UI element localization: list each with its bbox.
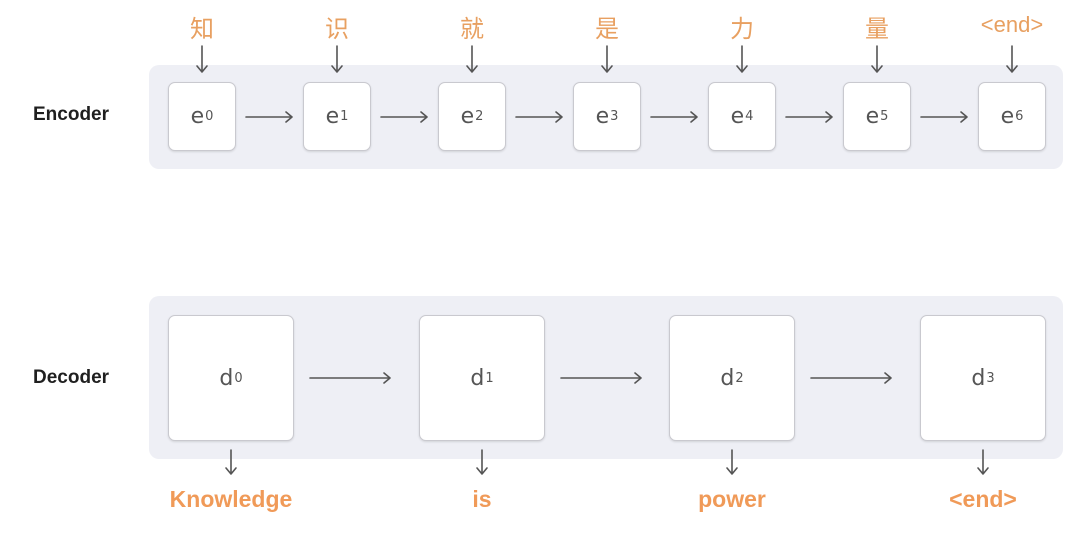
encoder-input-token: 知 xyxy=(190,15,214,43)
encoder-input-token: 力 xyxy=(730,15,754,43)
down-arrow-icon xyxy=(871,45,883,73)
decoder-label: Decoder xyxy=(33,367,110,388)
down-arrow-icon xyxy=(196,45,208,73)
node-base: e xyxy=(1000,104,1015,129)
decoder-output-token: Knowledge xyxy=(169,486,293,512)
node-base: e xyxy=(865,104,880,129)
node-base: e xyxy=(190,104,205,129)
node-base: e xyxy=(730,104,745,129)
right-arrow-icon xyxy=(650,111,698,123)
node-base: d xyxy=(971,365,986,391)
node-subscript: 2 xyxy=(475,109,484,124)
down-arrow-icon xyxy=(225,449,237,475)
right-arrow-icon xyxy=(920,111,968,123)
encoder-input-token: 就 xyxy=(460,15,484,43)
node-subscript: 2 xyxy=(735,370,744,386)
right-arrow-icon xyxy=(560,372,642,384)
encoder-label: Encoder xyxy=(33,104,110,125)
right-arrow-icon xyxy=(245,111,293,123)
decoder-output-token: is xyxy=(472,486,492,512)
node-base: d xyxy=(470,365,485,391)
node-base: d xyxy=(720,365,735,391)
node-subscript: 0 xyxy=(234,370,243,386)
node-base: e xyxy=(460,104,475,129)
node-subscript: 5 xyxy=(880,109,889,124)
node-subscript: 1 xyxy=(485,370,494,386)
encoder-input-token: 是 xyxy=(595,15,619,43)
encoder-input-token: 量 xyxy=(865,15,889,43)
node-base: d xyxy=(219,365,234,391)
node-subscript: 4 xyxy=(745,109,754,124)
decoder-output-token: power xyxy=(698,486,766,512)
down-arrow-icon xyxy=(601,45,613,73)
right-arrow-icon xyxy=(380,111,428,123)
right-arrow-icon xyxy=(785,111,833,123)
node-subscript: 3 xyxy=(986,370,995,386)
decoder-output-token: <end> xyxy=(949,486,1017,512)
down-arrow-icon xyxy=(466,45,478,73)
right-arrow-icon xyxy=(810,372,892,384)
node-subscript: 1 xyxy=(340,109,349,124)
node-subscript: 3 xyxy=(610,109,619,124)
right-arrow-icon xyxy=(309,372,391,384)
node-base: e xyxy=(595,104,610,129)
node-subscript: 6 xyxy=(1015,109,1024,124)
down-arrow-icon xyxy=(1006,45,1018,73)
encoder-input-token: <end> xyxy=(980,12,1044,37)
down-arrow-icon xyxy=(476,449,488,475)
down-arrow-icon xyxy=(736,45,748,73)
encoder-input-token: 识 xyxy=(325,15,349,43)
node-base: e xyxy=(325,104,340,129)
down-arrow-icon xyxy=(726,449,738,475)
right-arrow-icon xyxy=(515,111,563,123)
down-arrow-icon xyxy=(977,449,989,475)
node-subscript: 0 xyxy=(205,109,214,124)
down-arrow-icon xyxy=(331,45,343,73)
